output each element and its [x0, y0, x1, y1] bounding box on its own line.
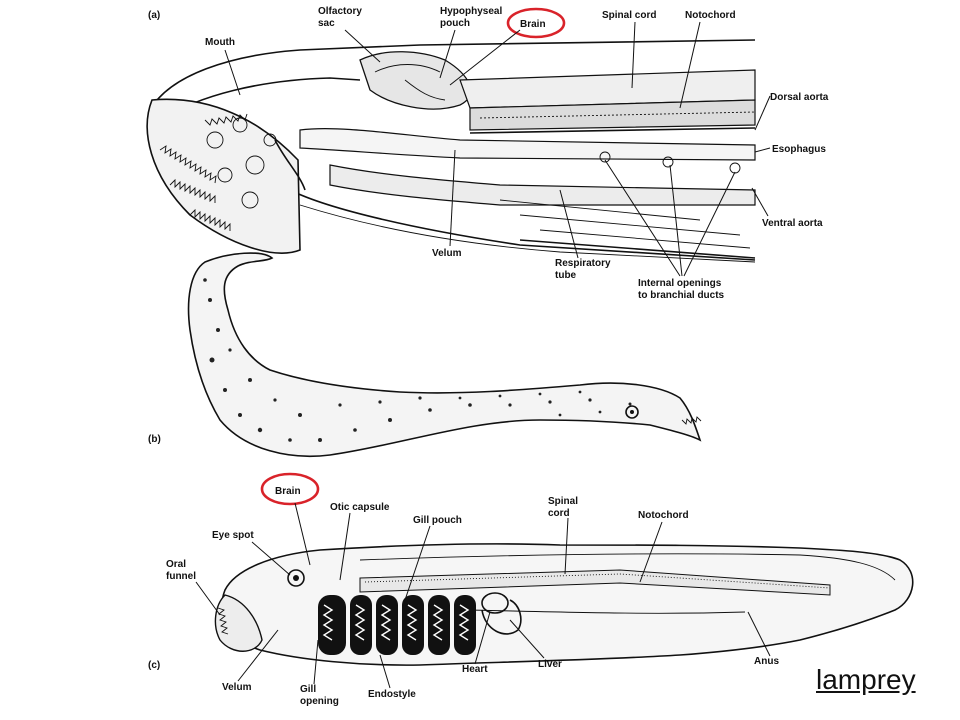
internal-opening-2: [662, 156, 674, 168]
panel-a-leader-lines: [224, 21, 771, 277]
adult-eye: [625, 405, 639, 419]
larva-oral-cirri: [217, 607, 229, 635]
larva-heart: [481, 592, 509, 614]
label-velum-a: Velum: [432, 248, 462, 259]
panel-a-label: (a): [148, 10, 160, 21]
label-eye-spot: Eye spot: [212, 530, 254, 541]
label-ventral-aorta: Ventral aorta: [762, 218, 823, 229]
larva-gill-pouches: [318, 595, 476, 655]
label-esophagus: Esophagus: [772, 144, 826, 155]
label-brain-a: Brain: [520, 19, 546, 30]
ventral-muscle-line: [299, 204, 756, 263]
larva-spinal-cord-line: [364, 573, 831, 589]
caption-lamprey: lamprey: [816, 664, 916, 695]
label-mouth: Mouth: [205, 37, 235, 48]
respiratory-tube: [329, 164, 756, 206]
brain-highlight-circle-a: [506, 7, 566, 39]
larva-liver: [481, 599, 522, 635]
label-respiratory-tube-1: Respiratory: [555, 258, 611, 269]
label-gill-pouch: Gill pouch: [413, 515, 462, 526]
larva-oral-funnel: [214, 594, 263, 652]
label-endostyle: Endostyle: [368, 689, 416, 700]
label-notochord-a: Notochord: [685, 10, 736, 21]
panel-b-whole-lamprey: (b): [148, 252, 702, 458]
larva-dorsal-fin: [359, 553, 896, 581]
panel-c-leader-lines: [195, 502, 771, 689]
larva-notochord-band: [359, 569, 831, 596]
dorsal-aorta-line: [469, 127, 756, 134]
ventral-aorta-line: [519, 239, 756, 259]
label-internal-openings-2: to branchial ducts: [638, 290, 725, 301]
label-olfactory-sac-2: sac: [318, 18, 335, 29]
internal-opening-1: [599, 151, 611, 163]
label-dorsal-aorta: Dorsal aorta: [770, 92, 829, 103]
label-internal-openings-1: Internal openings: [638, 278, 722, 289]
adult-lamprey-body: [187, 252, 702, 458]
panel-b-label: (b): [148, 434, 161, 445]
head-ventral-outline: [289, 189, 756, 261]
larva-eye-spot: [287, 569, 305, 587]
brain-mass: [359, 51, 472, 110]
label-oral-funnel-1: Oral: [166, 559, 186, 570]
muscle-fibre-lines: [499, 199, 751, 249]
brain-highlight-circle-c: [260, 472, 320, 506]
label-olfactory-sac-1: Olfactory: [318, 6, 362, 17]
velum-shape: [274, 139, 306, 191]
esophagus-tube: [299, 128, 756, 161]
label-otic-capsule: Otic capsule: [330, 502, 390, 513]
label-gill-opening-2: opening: [300, 696, 339, 707]
label-liver: Liver: [538, 659, 562, 670]
olfactory-sac-shape: [374, 64, 441, 73]
oral-disc: [146, 98, 301, 254]
adult-pupil: [630, 410, 634, 414]
label-oral-funnel-2: funnel: [166, 571, 196, 582]
label-hypophyseal-pouch-2: pouch: [440, 18, 470, 29]
label-notochord-c: Notochord: [638, 510, 689, 521]
panel-c-label: (c): [148, 660, 160, 671]
label-spinal-cord-c-1: Spinal: [548, 496, 578, 507]
label-brain-c: Brain: [275, 486, 301, 497]
label-gill-opening-1: Gill: [300, 684, 316, 695]
panel-c-larva: (c): [148, 472, 914, 707]
label-hypophyseal-pouch-1: Hypophyseal: [440, 6, 502, 17]
body-stipple: [203, 278, 632, 442]
head-dorsal-outline: [149, 39, 756, 111]
hypophyseal-pouch-shape: [404, 79, 446, 101]
panel-a-head-section: (a): [146, 6, 829, 301]
adult-oral-teeth: [681, 416, 702, 425]
label-velum-c: Velum: [222, 682, 252, 693]
label-anus: Anus: [754, 656, 779, 667]
label-spinal-cord-a: Spinal cord: [602, 10, 656, 21]
internal-opening-3: [729, 162, 741, 174]
oral-disc-teeth: [159, 113, 277, 231]
label-heart: Heart: [462, 664, 488, 675]
label-respiratory-tube-2: tube: [555, 270, 577, 281]
label-spinal-cord-c-2: cord: [548, 508, 570, 519]
